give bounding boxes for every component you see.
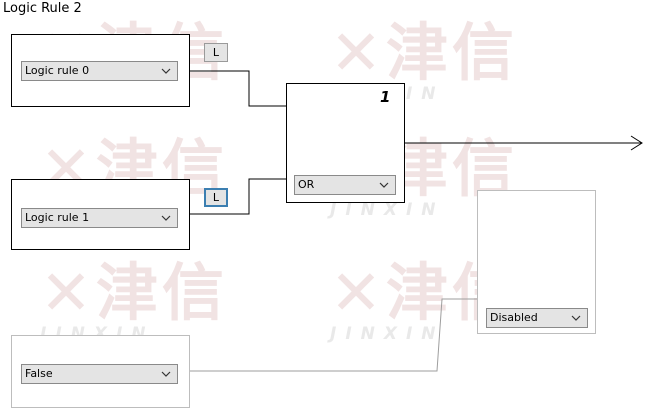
gate-number: 1 [380,88,391,106]
output-mode-select[interactable]: Disabled [486,308,588,328]
chevron-down-icon [379,182,389,188]
logic-rule-select-1[interactable]: Logic rule 0 [21,61,178,81]
latch-button-2[interactable]: L [204,188,228,207]
chevron-down-icon [571,315,581,321]
output-arrow-icon [630,135,643,151]
page-title: Logic Rule 2 [3,1,82,16]
gate-operator-select[interactable]: OR [294,175,396,195]
latch-button-1[interactable]: L [204,43,228,62]
logic-rule-select-2[interactable]: Logic rule 1 [21,208,178,228]
chevron-down-icon [161,215,171,221]
chevron-down-icon [161,68,171,74]
chevron-down-icon [161,371,171,377]
value-select[interactable]: False [21,364,178,384]
